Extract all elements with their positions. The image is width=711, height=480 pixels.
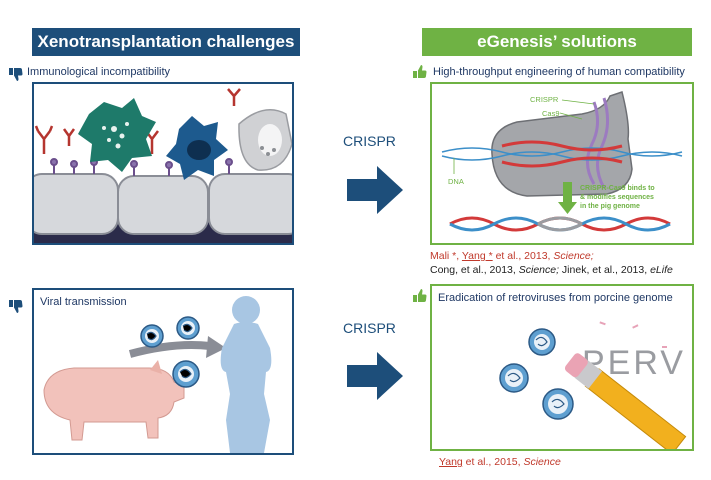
ref-etal-2013: et al., 2013, — [492, 250, 554, 262]
viral-panel: Viral transmission — [32, 288, 294, 455]
ref-journal-science-1: Science; — [553, 250, 594, 262]
crispr-illustration: CRISPR Cas9 DNA CRISPR-Cas9 binds to & m… — [432, 84, 692, 243]
ref-cong: Cong, et al., 2013, — [430, 264, 519, 276]
binds-label-3: in the pig genome — [580, 203, 640, 210]
reference-cong-jinek: Cong, et al., 2013, Science; Jinek, et a… — [430, 264, 673, 276]
compatibility-caption: High-throughput engineering of human com… — [433, 66, 685, 78]
perv-illustration: PERV — [499, 321, 687, 449]
crispr-label: CRISPR — [530, 95, 559, 104]
ref-yang-2015-name: Yang — [439, 456, 463, 468]
crispr-label-top: CRISPR — [343, 133, 396, 149]
perv-panel: Eradication of retroviruses from porcine… — [430, 284, 694, 451]
crispr-panel: CRISPR Cas9 DNA CRISPR-Cas9 binds to & m… — [430, 82, 694, 245]
reference-yang-2015: Yang et al., 2015, Science — [439, 456, 561, 468]
crispr-label-bottom: CRISPR — [343, 320, 396, 336]
viral-caption: Viral transmission — [40, 296, 127, 308]
immune-illustration — [34, 84, 292, 243]
left-header: Xenotransplantation challenges — [32, 28, 300, 56]
binds-label-2: & modifies sequences — [580, 194, 654, 201]
immunological-caption: Immunological incompatibility — [27, 66, 171, 78]
thumbs-up-icon — [413, 289, 427, 302]
cas9-label: Cas9 — [542, 109, 560, 118]
ref-mali: Mali * — [430, 250, 457, 262]
viral-illustration — [43, 296, 272, 453]
ref-sep: , — [456, 250, 462, 262]
eradication-caption: Eradication of retroviruses from porcine… — [438, 292, 673, 304]
right-arrow-icon — [347, 352, 403, 400]
thumbs-down-icon — [9, 68, 23, 81]
ref-journal-elife: eLife — [650, 264, 673, 276]
ref-journal-science-2: Science; — [518, 264, 560, 276]
ref-journal-science-3: Science — [523, 456, 561, 468]
reference-mali-yang: Mali *, Yang * et al., 2013, Science; — [430, 250, 594, 262]
thumbs-up-icon — [413, 65, 427, 78]
thumbs-down-icon — [9, 300, 23, 313]
ref-yang-2013: Yang * — [461, 250, 493, 262]
dna-label: DNA — [448, 177, 464, 186]
binds-label-1: CRISPR-Cas9 binds to — [580, 185, 655, 192]
right-header: eGenesis’ solutions — [422, 28, 692, 56]
immune-panel — [32, 82, 294, 245]
right-arrow-icon — [347, 166, 403, 214]
ref-etal-2015: et al., 2015, — [462, 456, 524, 468]
ref-jinek: Jinek, et al., 2013, — [559, 264, 651, 276]
